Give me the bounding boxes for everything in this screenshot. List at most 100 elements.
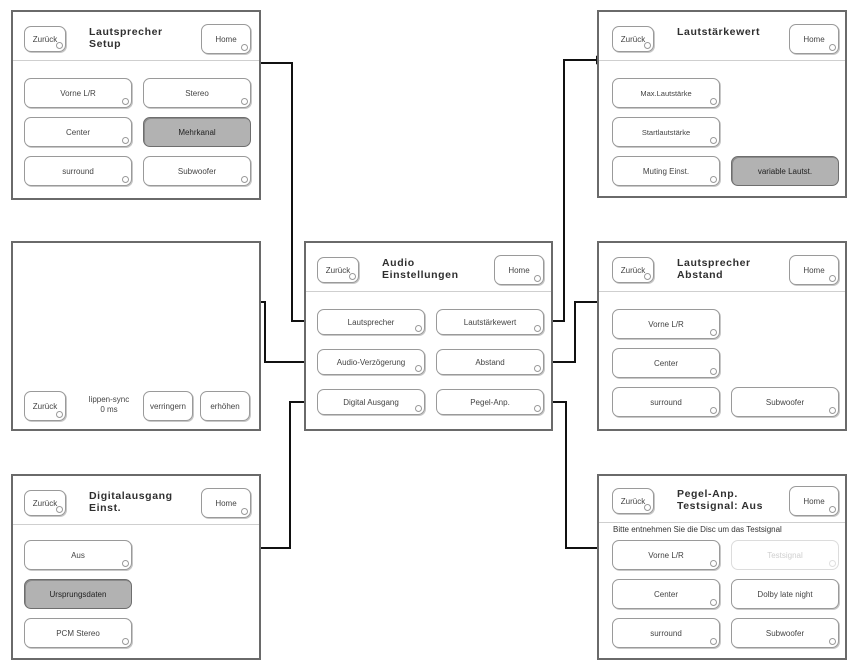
panel-header bbox=[599, 476, 845, 523]
back-button[interactable]: Zurück bbox=[24, 391, 66, 421]
lautsprecher-button[interactable]: Lautsprecher bbox=[317, 309, 425, 335]
corner-dot-icon bbox=[644, 42, 651, 49]
corner-dot-icon bbox=[710, 329, 717, 336]
panel-title: Lautstärkewert bbox=[677, 26, 761, 38]
corner-dot-icon bbox=[122, 98, 129, 105]
surround-button[interactable]: surround bbox=[24, 156, 132, 186]
ursprungsdaten-button[interactable]: Ursprungsdaten bbox=[24, 579, 132, 609]
corner-dot-icon bbox=[829, 407, 836, 414]
corner-dot-icon bbox=[349, 273, 356, 280]
corner-dot-icon bbox=[710, 176, 717, 183]
volume-panel: Zurück Lautstärkewert Home Max.Lautstärk… bbox=[597, 10, 847, 198]
back-button[interactable]: Zurück bbox=[612, 488, 654, 514]
corner-dot-icon bbox=[710, 638, 717, 645]
erhoehen-button[interactable]: erhöhen bbox=[200, 391, 250, 421]
corner-dot-icon bbox=[710, 137, 717, 144]
corner-dot-icon bbox=[534, 365, 541, 372]
corner-dot-icon bbox=[415, 405, 422, 412]
verringern-button[interactable]: verringern bbox=[143, 391, 193, 421]
corner-dot-icon bbox=[710, 599, 717, 606]
vorne-lr-button[interactable]: Vorne L/R bbox=[24, 78, 132, 108]
corner-dot-icon bbox=[829, 560, 836, 567]
variable-lautst-button[interactable]: variable Lautst. bbox=[731, 156, 839, 186]
corner-dot-icon bbox=[122, 137, 129, 144]
pcm-stereo-button[interactable]: PCM Stereo bbox=[24, 618, 132, 648]
subwoofer-button[interactable]: Subwoofer bbox=[143, 156, 251, 186]
corner-dot-icon bbox=[56, 42, 63, 49]
digital-ausgang-button[interactable]: Digital Ausgang bbox=[317, 389, 425, 415]
back-button[interactable]: Zurück bbox=[612, 257, 654, 283]
startlautstaerke-button[interactable]: Startlautstärke bbox=[612, 117, 720, 147]
level-adjust-panel: Zurück Pegel-Anp.Testsignal: Aus Home Bi… bbox=[597, 474, 847, 660]
back-button[interactable]: Zurück bbox=[24, 26, 66, 52]
center-button[interactable]: Center bbox=[24, 117, 132, 147]
home-button[interactable]: Home bbox=[201, 24, 251, 54]
corner-dot-icon bbox=[241, 44, 248, 51]
panel-header bbox=[599, 12, 845, 61]
corner-dot-icon bbox=[829, 275, 836, 282]
center-button[interactable]: Center bbox=[612, 348, 720, 378]
corner-dot-icon bbox=[534, 325, 541, 332]
panel-title: Pegel-Anp.Testsignal: Aus bbox=[677, 488, 764, 512]
corner-dot-icon bbox=[122, 176, 129, 183]
audio-verzoegerung-button[interactable]: Audio-Verzögerung bbox=[317, 349, 425, 375]
home-button[interactable]: Home bbox=[789, 24, 839, 54]
testsignal-button[interactable]: Testsignal bbox=[731, 540, 839, 570]
vorne-lr-button[interactable]: Vorne L/R bbox=[612, 309, 720, 339]
stereo-button[interactable]: Stereo bbox=[143, 78, 251, 108]
mehrkanal-button[interactable]: Mehrkanal bbox=[143, 117, 251, 147]
surround-button[interactable]: surround bbox=[612, 387, 720, 417]
muting-einst-button[interactable]: Muting Einst. bbox=[612, 156, 720, 186]
corner-dot-icon bbox=[710, 368, 717, 375]
corner-dot-icon bbox=[829, 638, 836, 645]
abstand-button[interactable]: Abstand bbox=[436, 349, 544, 375]
pegel-anp-button[interactable]: Pegel-Anp. bbox=[436, 389, 544, 415]
vorne-lr-button[interactable]: Vorne L/R bbox=[612, 540, 720, 570]
panel-header bbox=[599, 243, 845, 292]
home-button[interactable]: Home bbox=[789, 486, 839, 516]
corner-dot-icon bbox=[415, 365, 422, 372]
max-lautstaerke-button[interactable]: Max.Lautstärke bbox=[612, 78, 720, 108]
corner-dot-icon bbox=[644, 504, 651, 511]
corner-dot-icon bbox=[644, 273, 651, 280]
corner-dot-icon bbox=[710, 407, 717, 414]
panel-header bbox=[13, 12, 259, 61]
home-button[interactable]: Home bbox=[789, 255, 839, 285]
panel-header bbox=[306, 243, 551, 292]
corner-dot-icon bbox=[534, 405, 541, 412]
corner-dot-icon bbox=[829, 44, 836, 51]
corner-dot-icon bbox=[241, 508, 248, 515]
center-button[interactable]: Center bbox=[612, 579, 720, 609]
home-button[interactable]: Home bbox=[201, 488, 251, 518]
corner-dot-icon bbox=[122, 560, 129, 567]
corner-dot-icon bbox=[829, 506, 836, 513]
corner-dot-icon bbox=[56, 411, 63, 418]
corner-dot-icon bbox=[241, 176, 248, 183]
corner-dot-icon bbox=[122, 638, 129, 645]
dolby-late-night-button[interactable]: Dolby late night bbox=[731, 579, 839, 609]
back-button[interactable]: Zurück bbox=[24, 490, 66, 516]
back-button[interactable]: Zurück bbox=[317, 257, 359, 283]
subwoofer-button[interactable]: Subwoofer bbox=[731, 618, 839, 648]
corner-dot-icon bbox=[534, 275, 541, 282]
corner-dot-icon bbox=[710, 560, 717, 567]
corner-dot-icon bbox=[710, 98, 717, 105]
surround-button[interactable]: surround bbox=[612, 618, 720, 648]
panel-header bbox=[13, 476, 259, 525]
home-button[interactable]: Home bbox=[494, 255, 544, 285]
back-button[interactable]: Zurück bbox=[612, 26, 654, 52]
corner-dot-icon bbox=[241, 98, 248, 105]
aus-button[interactable]: Aus bbox=[24, 540, 132, 570]
lautstaerkewert-button[interactable]: Lautstärkewert bbox=[436, 309, 544, 335]
corner-dot-icon bbox=[56, 506, 63, 513]
subwoofer-button[interactable]: Subwoofer bbox=[731, 387, 839, 417]
testsignal-note: Bitte entnehmen Sie die Disc um das Test… bbox=[613, 525, 782, 534]
